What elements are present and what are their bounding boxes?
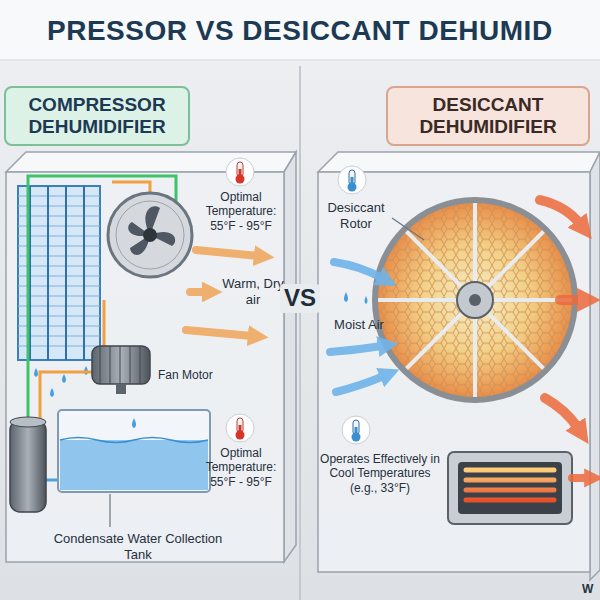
illustration-circle: [108, 193, 192, 277]
illustration-path: [30, 186, 84, 360]
illustration-path: [336, 376, 384, 392]
illustration-path: [540, 200, 580, 224]
illustration-circle: [236, 431, 245, 440]
illustration-path: [62, 374, 66, 383]
illustration-rect: [92, 346, 150, 384]
illustration-path: [545, 398, 578, 428]
versus-mark: VS: [280, 284, 320, 313]
illustration-rect: [58, 410, 210, 492]
illustration-polygon: [590, 152, 600, 580]
hot-air-arrows: [540, 200, 582, 428]
illustration-rect: [318, 172, 590, 572]
illustration-rect: [458, 462, 562, 514]
illustration-rect: [6, 172, 284, 562]
illustration-path: [572, 474, 588, 482]
desiccant-rotor: [375, 200, 575, 400]
title-rule: [0, 60, 600, 61]
illustration-path: [466, 470, 554, 500]
illustration-polygon: [284, 152, 296, 562]
illustration-rect: [18, 186, 100, 360]
compressor: [10, 417, 46, 512]
illustration-line: [186, 330, 252, 336]
illustration-circle: [375, 200, 575, 400]
illustration-rect: [116, 384, 126, 394]
illustration-path: [560, 295, 582, 305]
heater: [448, 452, 588, 524]
illustration-circle: [348, 183, 357, 192]
illustration-path: [128, 206, 175, 255]
header-text: DESICCANT DEHUMIDIFIER: [396, 94, 580, 138]
illustration-circle: [375, 200, 575, 400]
illustration-circle: [375, 200, 575, 400]
illustration-line: [196, 250, 258, 256]
thermometer-icon: [338, 166, 366, 194]
divider: [299, 66, 301, 600]
illustration-rect: [10, 420, 46, 512]
part-label: Desiccant Rotor: [322, 200, 390, 231]
thermometer-icon: [342, 416, 370, 444]
temperature-note: Optimal Temperature: 55°F - 95°F: [198, 446, 284, 489]
illustration-circle: [338, 166, 366, 194]
illustration-circle: [226, 414, 254, 442]
illustration-line: [190, 288, 206, 296]
illustration-circle: [226, 158, 254, 186]
thermometer-icon: [226, 414, 254, 442]
temperature-note: Operates Effectively in Cool Temperature…: [320, 452, 440, 495]
illustration-rect: [60, 440, 208, 490]
illustration-path: [132, 418, 136, 428]
part-label: Fan Motor: [158, 368, 240, 382]
illustration-circle: [143, 228, 157, 242]
illustration-ellipse: [10, 417, 46, 427]
illustration-path: [375, 200, 575, 400]
header-box: COMPRESSOR DEHUMIDIFIER: [4, 86, 190, 146]
temperature-note: Optimal Temperature: 55°F - 95°F: [198, 190, 284, 233]
thermometer-icon: [226, 158, 254, 186]
condensate-tank: [58, 410, 210, 492]
fan: [108, 193, 192, 277]
pipe-orange-top: [112, 182, 150, 192]
water-drops: [344, 292, 368, 304]
watermark: W: [582, 582, 598, 596]
illustration-circle: [116, 201, 184, 269]
illustration-circle: [469, 294, 481, 306]
pipe-green: [28, 176, 176, 420]
illustration-path: [100, 346, 140, 384]
part-label: Condensate Water Collection Tank: [40, 531, 236, 562]
illustration-path: [334, 262, 382, 278]
leader-line: [392, 218, 424, 240]
fan-motor: [92, 346, 150, 394]
illustration-rect: [448, 452, 572, 524]
illustration-path: [365, 296, 368, 304]
diagram-title: PRESSOR VS DESICCANT DEHUMID: [47, 14, 553, 48]
illustration-path: [34, 368, 38, 377]
header-box: DESICCANT DEHUMIDIFIER: [386, 86, 590, 146]
illustration-path: [50, 388, 54, 397]
airflow-label: Moist Air: [326, 317, 392, 333]
illustration-path: [330, 346, 382, 352]
illustration-circle: [457, 282, 493, 318]
illustration-circle: [352, 433, 361, 442]
leader-line: [109, 494, 110, 527]
title-band: [0, 0, 600, 60]
airflow-label: Warm, Dry air: [218, 276, 288, 307]
illustration-circle: [236, 175, 245, 184]
evaporator-coil: [18, 186, 100, 360]
compressor-cabinet: [6, 152, 296, 562]
header-text: COMPRESSOR DEHUMIDIFIER: [14, 94, 180, 138]
illustration-circle: [342, 416, 370, 444]
illustration-path: [60, 438, 208, 443]
desiccant-cabinet: [318, 152, 600, 580]
illustration-path: [344, 292, 348, 302]
